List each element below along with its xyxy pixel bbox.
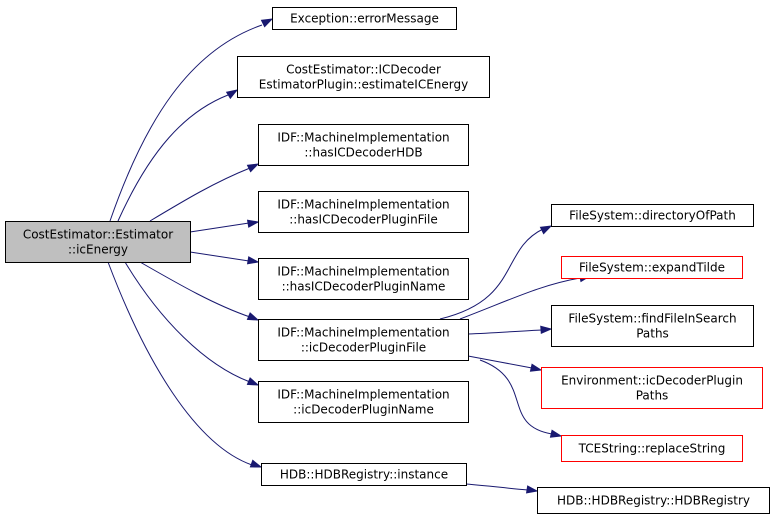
edge-arrowhead	[525, 485, 539, 494]
edge-root-to-errorMessage	[109, 18, 274, 222]
node-box	[551, 305, 754, 347]
node-label-line: CostEstimator::Estimator	[23, 228, 173, 242]
edge-arrowhead	[539, 225, 553, 235]
node-label-line: ::hasICDecoderHDB	[304, 146, 422, 160]
node-label-line: ::icDecoderPluginName	[293, 403, 434, 417]
edge-icDecoderPluginFile-to-directoryOfPath	[439, 225, 553, 320]
node-box	[5, 221, 191, 263]
node-label-line: ::icEnergy	[68, 243, 128, 257]
edge-root-to-hasICDecoderPluginFile	[189, 219, 260, 233]
node-box	[261, 463, 467, 486]
node-label-line: IDF::MachineImplementation	[277, 131, 449, 145]
edge-line	[467, 355, 533, 369]
edge-arrowhead	[246, 377, 260, 386]
node-label-line: Exception::errorMessage	[290, 12, 439, 26]
node-box	[537, 487, 770, 514]
edge-line	[467, 329, 543, 335]
edge-line	[465, 483, 529, 491]
node-hdbRegistry[interactable]: HDB::HDBRegistry::HDBRegistry	[537, 487, 770, 514]
node-label-line: ::hasICDecoderPluginName	[282, 280, 446, 294]
node-label-line: FileSystem::expandTilde	[579, 261, 725, 275]
node-label-line: FileSystem::directoryOfPath	[569, 209, 736, 223]
node-box	[258, 191, 469, 233]
node-label-line: EstimatorPlugin::estimateICEnergy	[259, 78, 468, 92]
node-hasICDecoderPluginName[interactable]: IDF::MachineImplementation::hasICDecoder…	[258, 258, 469, 300]
node-box	[561, 435, 743, 462]
edge-root-to-estimateICEnergy	[117, 89, 239, 222]
node-box	[258, 381, 469, 423]
node-label-line: HDB::HDBRegistry::HDBRegistry	[557, 494, 750, 508]
node-label-line: IDF::MachineImplementation	[277, 265, 449, 279]
node-box	[258, 319, 469, 361]
edge-icDecoderPluginFile-to-replaceString	[479, 359, 563, 438]
edge-root-to-icDecoderPluginName	[124, 261, 260, 386]
nodes-layer: CostEstimator::Estimator::icEnergy Except…	[5, 7, 770, 514]
edge-line	[139, 261, 251, 318]
edge-arrowhead	[246, 219, 260, 228]
node-label-line: IDF::MachineImplementation	[277, 198, 449, 212]
node-box	[258, 258, 469, 300]
node-hasICDecoderHDB[interactable]: IDF::MachineImplementation::hasICDecoder…	[258, 124, 469, 166]
node-label-line: HDB::HDBRegistry::instance	[280, 468, 448, 482]
edge-line	[189, 222, 250, 233]
edge-arrowhead	[540, 325, 553, 334]
node-replaceString[interactable]: TCEString::replaceString	[561, 435, 743, 462]
edge-arrowhead	[249, 459, 263, 468]
node-hdbInstance[interactable]: HDB::HDBRegistry::instance	[261, 463, 467, 486]
edge-line	[459, 277, 581, 320]
node-icDecoderPluginName[interactable]: IDF::MachineImplementation::icDecoderPlu…	[258, 381, 469, 423]
edge-icDecoderPluginFile-to-findFileInSearchPaths	[467, 325, 553, 335]
edge-root-to-hasICDecoderHDB	[149, 163, 260, 222]
node-icDecoderPluginFile[interactable]: IDF::MachineImplementation::icDecoderPlu…	[258, 319, 469, 361]
edge-line	[149, 167, 251, 222]
edge-arrowhead	[260, 18, 274, 28]
edge-line	[479, 359, 553, 435]
edge-arrowhead	[246, 256, 260, 265]
node-box	[237, 56, 490, 98]
node-expandTilde[interactable]: FileSystem::expandTilde	[561, 256, 743, 279]
node-root[interactable]: CostEstimator::Estimator::icEnergy	[5, 221, 191, 263]
node-box	[541, 367, 763, 409]
node-box	[551, 204, 754, 227]
edges-layer	[107, 18, 592, 494]
edge-icDecoderPluginFile-to-envICDecoderPluginPaths	[467, 355, 543, 372]
node-label-line: ::icDecoderPluginFile	[301, 341, 426, 355]
edge-root-to-icDecoderPluginFile	[139, 261, 260, 321]
edge-line	[117, 94, 229, 222]
edge-arrowhead	[225, 89, 239, 100]
node-label-line: Paths	[636, 389, 669, 403]
edge-arrowhead	[549, 429, 563, 438]
node-directoryOfPath[interactable]: FileSystem::directoryOfPath	[551, 204, 754, 227]
node-label-line: IDF::MachineImplementation	[277, 388, 449, 402]
node-label-line: Paths	[636, 327, 669, 341]
edge-root-to-hdbInstance	[107, 261, 263, 468]
node-label-line: FileSystem::findFileInSearch	[568, 312, 736, 326]
node-label-line: Environment::icDecoderPlugin	[561, 374, 743, 388]
node-errorMessage[interactable]: Exception::errorMessage	[272, 7, 457, 30]
node-label-line: IDF::MachineImplementation	[277, 326, 449, 340]
node-label-line: CostEstimator::ICDecoder	[286, 63, 441, 77]
edge-arrowhead	[529, 363, 543, 372]
edge-arrowhead	[246, 312, 260, 321]
edge-hdbInstance-to-hdbRegistry	[465, 483, 539, 494]
node-hasICDecoderPluginFile[interactable]: IDF::MachineImplementation::hasICDecoder…	[258, 191, 469, 233]
edge-root-to-hasICDecoderPluginName	[189, 251, 260, 265]
node-box	[258, 124, 469, 166]
node-box	[272, 7, 457, 30]
node-estimateICEnergy[interactable]: CostEstimator::ICDecoderEstimatorPlugin:…	[237, 56, 490, 98]
edge-line	[124, 261, 251, 383]
node-box	[561, 256, 743, 279]
node-label-line: ::hasICDecoderPluginFile	[289, 213, 438, 227]
edge-line	[189, 251, 250, 262]
node-label-line: TCEString::replaceString	[578, 442, 726, 456]
edge-line	[107, 261, 253, 466]
edge-line	[109, 24, 263, 222]
edge-line	[439, 228, 544, 320]
edge-arrowhead	[246, 163, 260, 173]
